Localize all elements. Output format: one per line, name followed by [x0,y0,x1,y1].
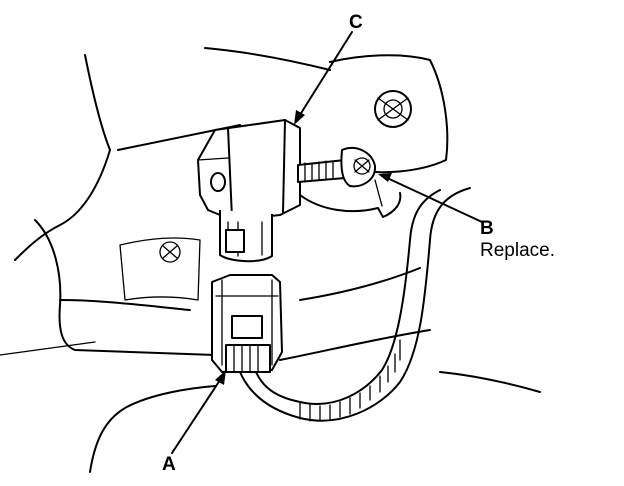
leader-lines [171,31,483,454]
leader-a [171,376,223,454]
knock-sensor [197,119,301,263]
harness-connector [211,187,471,422]
arrowhead-a [215,370,226,385]
arrowhead-b [378,173,392,182]
engine-block [0,47,541,473]
callout-c: C [349,12,363,33]
bolt [297,147,377,188]
callout-b: B [480,218,494,239]
callout-a: A [162,454,176,475]
arrowhead-c [294,110,305,125]
leader-b [384,176,483,223]
mounting-boss [299,54,449,218]
callout-b-note: Replace. [480,240,555,261]
leader-c [297,31,353,119]
